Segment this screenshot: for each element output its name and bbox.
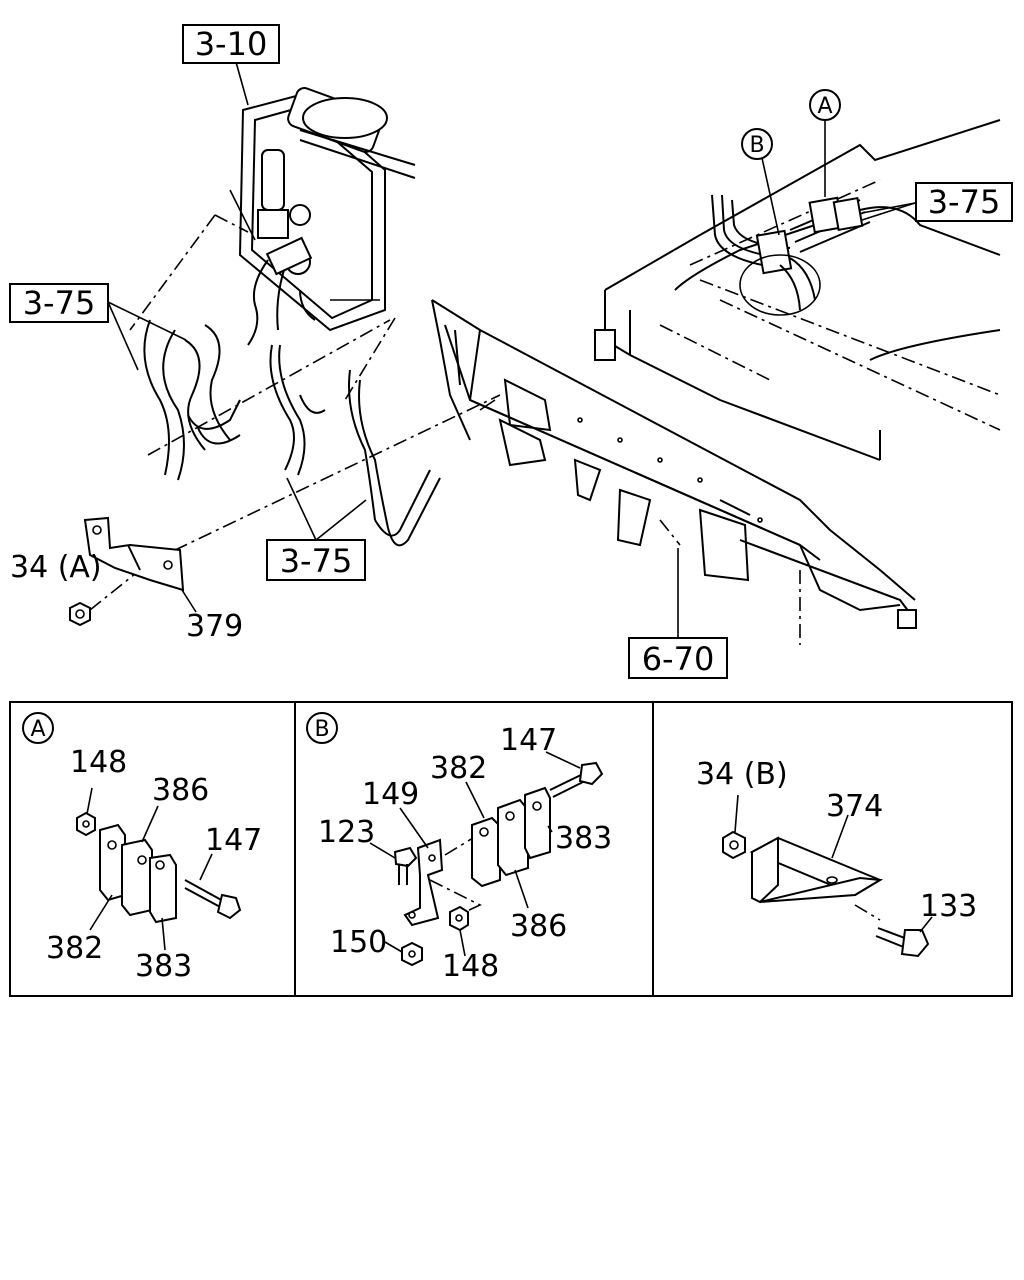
nut-34b-icon — [722, 830, 746, 860]
part-label: B — [749, 133, 764, 158]
part-label: 386 — [510, 909, 567, 944]
part-label: A — [30, 717, 45, 742]
callout-b: B — [741, 128, 773, 160]
ref-box-6-70[interactable]: 6-70 — [628, 637, 728, 679]
bolt-133-icon — [875, 927, 930, 958]
cab-floor — [594, 119, 1001, 461]
part-label: B — [314, 717, 329, 742]
part-label: 133 — [920, 889, 977, 924]
bolt-147b-icon — [549, 761, 604, 798]
bracket-149-icon — [403, 838, 444, 927]
part-label: 147 — [205, 823, 262, 858]
bracket-379 — [83, 516, 185, 592]
main-diagram: 3-10 3-75 3-75 3-75 6-70 A B 34 (A) 379 — [9, 24, 1013, 679]
part-label: 34 (B) — [696, 757, 788, 792]
part-label: 374 — [826, 789, 883, 824]
nut-148-icon — [76, 811, 96, 837]
part-label: 147 — [500, 723, 557, 758]
part-label: 3-10 — [195, 25, 268, 63]
part-label: A — [817, 94, 832, 119]
bolt-147-icon — [184, 879, 242, 920]
part-label: 383 — [135, 949, 192, 984]
ref-box-3-10[interactable]: 3-10 — [182, 24, 280, 64]
nut-150-icon — [401, 941, 423, 967]
ref-box-3-75-left[interactable]: 3-75 — [9, 283, 109, 323]
part-label: 6-70 — [642, 640, 715, 678]
clip-386-icon — [121, 838, 153, 917]
ref-box-3-75-right[interactable]: 3-75 — [915, 182, 1013, 222]
part-label: 148 — [70, 745, 127, 780]
part-label: 3-75 — [280, 542, 353, 580]
label-379: 379 — [186, 609, 243, 644]
clip-383b-icon — [524, 786, 551, 860]
clip-assembly-pipes — [711, 194, 871, 316]
clip-383-icon — [149, 853, 177, 924]
callout-a: A — [809, 89, 841, 121]
part-label: 386 — [152, 773, 209, 808]
bracket-374-icon — [749, 836, 884, 904]
part-label: 3-75 — [23, 284, 96, 322]
label-34a: 34 (A) — [10, 550, 102, 585]
part-label: 148 — [442, 949, 499, 984]
bolt-123-icon — [393, 846, 418, 885]
part-label: 382 — [46, 931, 103, 966]
part-label: 150 — [330, 925, 387, 960]
pedal-bracket-assembly — [229, 87, 416, 346]
part-label: 3-75 — [928, 183, 1001, 221]
hose-lines — [143, 319, 441, 547]
clip-386b-icon — [497, 798, 529, 877]
frame-crossmember — [431, 299, 917, 645]
part-label: 149 — [362, 777, 419, 812]
part-label: 382 — [430, 751, 487, 786]
ref-box-3-75-bottom[interactable]: 3-75 — [266, 539, 366, 581]
part-label: 383 — [555, 821, 612, 856]
detail-panel-bracket-374: 34 (B) 374 133 — [696, 757, 977, 958]
part-label: 123 — [318, 815, 375, 850]
detail-panel-a: A 148 386 147 382 383 — [22, 712, 262, 984]
detail-panels-frame — [9, 701, 1013, 997]
nut-148b-icon — [449, 905, 469, 932]
clip-382b-icon — [471, 816, 501, 888]
detail-panel-b: B — [306, 712, 612, 984]
nut-34a-icon — [69, 601, 91, 627]
